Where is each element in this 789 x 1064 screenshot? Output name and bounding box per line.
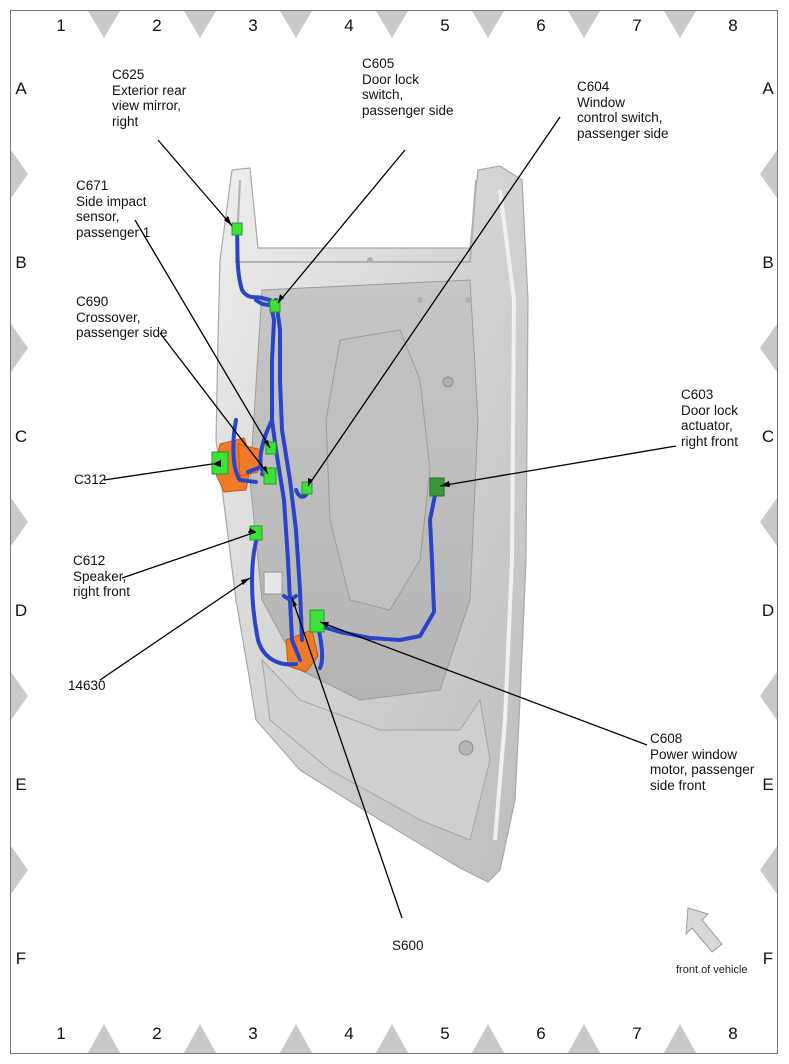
front-of-vehicle-label: front of vehicle — [676, 964, 748, 976]
grid-col-6-top: 6 — [536, 16, 546, 35]
grid-col-3-top: 3 — [248, 16, 258, 35]
callout-c690-desc: Crossover, passenger side — [76, 309, 168, 341]
grid-row-f-left: F — [15, 949, 27, 968]
grid-col-8-bottom: 8 — [728, 1024, 738, 1043]
grid-row-d-left: D — [14, 601, 28, 620]
callout-c604-desc: Window control switch, passenger side — [577, 94, 669, 141]
grid-col-2-bottom: 2 — [152, 1024, 162, 1043]
callout-c625: C625 Exterior rear view mirror, right — [112, 67, 186, 129]
front-of-vehicle-arrow-icon — [685, 907, 723, 953]
callout-c605: C605 Door lock switch, passenger side — [362, 56, 454, 118]
callout-c671: C671 Side impact sensor, passenger 1 — [76, 178, 150, 240]
callout-c603: C603 Door lock actuator, right front — [681, 387, 738, 449]
grid-col-3-bottom: 3 — [248, 1024, 258, 1043]
callout-c690-code: C690 — [76, 294, 109, 309]
callout-c608-desc: Power window motor, passenger side front — [650, 746, 755, 793]
leader-c625 — [157, 139, 233, 227]
callout-c671-code: C671 — [76, 178, 109, 193]
callout-c604-code: C604 — [577, 79, 610, 94]
callout-c608-code: C608 — [650, 731, 683, 746]
connector-c605 — [269, 299, 281, 313]
leader-c603 — [439, 445, 677, 487]
grid-col-1-top: 1 — [56, 16, 66, 35]
connector-c612 — [249, 525, 263, 541]
grid-row-b-left: B — [15, 253, 27, 272]
grid-markers-right — [760, 150, 777, 894]
grid-col-8-top: 8 — [728, 16, 738, 35]
grid-row-a-right: A — [762, 79, 774, 98]
connector-c608 — [309, 609, 325, 633]
leader-lines — [99, 116, 677, 919]
callout-c312: C312 — [74, 472, 106, 488]
grid-row-e-left: E — [15, 775, 27, 794]
leader-c671 — [134, 219, 271, 449]
grid-row-f-right: F — [762, 949, 774, 968]
leader-c312 — [103, 463, 213, 481]
grid-markers-top — [88, 11, 696, 38]
leader-s600 — [291, 597, 403, 919]
grid-row-a-left: A — [15, 79, 27, 98]
grid-row-c-left: C — [14, 427, 28, 446]
callout-c612-code: C612 — [73, 553, 106, 568]
connector-c603 — [429, 477, 445, 497]
leader-c612 — [121, 531, 257, 579]
connectors — [211, 222, 445, 633]
leader-c690 — [159, 332, 269, 475]
callout-s600-code: S600 — [392, 938, 424, 953]
grid-col-4-top: 4 — [344, 16, 354, 35]
callout-c625-desc: Exterior rear view mirror, right — [112, 82, 187, 129]
connector-c604 — [301, 481, 313, 495]
grid-col-6-bottom: 6 — [536, 1024, 546, 1043]
callout-s600: S600 — [392, 938, 424, 954]
callout-c625-code: C625 — [112, 67, 145, 82]
callout-c603-desc: Door lock actuator, right front — [681, 402, 739, 449]
grid-col-5-top: 5 — [440, 16, 450, 35]
callout-c690: C690 Crossover, passenger side — [76, 294, 168, 341]
callout-c671-desc: Side impact sensor, passenger 1 — [76, 193, 151, 240]
grid-col-4-bottom: 4 — [344, 1024, 354, 1043]
grid-markers-bottom — [88, 1024, 696, 1053]
grid-row-d-right: D — [761, 601, 775, 620]
connector-c625 — [231, 222, 243, 236]
leader-arrowheads — [212, 216, 450, 627]
grid-col-7-bottom: 7 — [632, 1024, 642, 1043]
grid-row-e-right: E — [762, 775, 774, 794]
grid-col-2-top: 2 — [152, 16, 162, 35]
leader-c604 — [307, 116, 561, 487]
callout-c604: C604 Window control switch, passenger si… — [577, 79, 669, 141]
callout-c603-code: C603 — [681, 387, 714, 402]
callout-c605-code: C605 — [362, 56, 395, 71]
callout-14630-code: 14630 — [68, 678, 106, 693]
grid-row-c-right: C — [761, 427, 775, 446]
callout-14630: 14630 — [68, 678, 106, 694]
callout-c612: C612 Speaker, right front — [73, 553, 130, 600]
grid-col-7-top: 7 — [632, 16, 642, 35]
grid-row-b-right: B — [762, 253, 774, 272]
diagram-frame — [10, 10, 778, 1054]
callout-c612-desc: Speaker, right front — [73, 568, 131, 600]
grid-col-1-bottom: 1 — [56, 1024, 66, 1043]
callout-c605-desc: Door lock switch, passenger side — [362, 71, 454, 118]
leader-c605 — [277, 149, 406, 304]
connector-c671 — [265, 441, 277, 455]
callout-c608: C608 Power window motor, passenger side … — [650, 731, 754, 793]
leader-c608 — [319, 621, 648, 746]
leader-14630 — [99, 577, 251, 681]
door-inner-panel — [215, 165, 529, 883]
grid-markers-left — [11, 150, 28, 894]
callout-c312-code: C312 — [74, 472, 107, 487]
grid-col-5-bottom: 5 — [440, 1024, 450, 1043]
